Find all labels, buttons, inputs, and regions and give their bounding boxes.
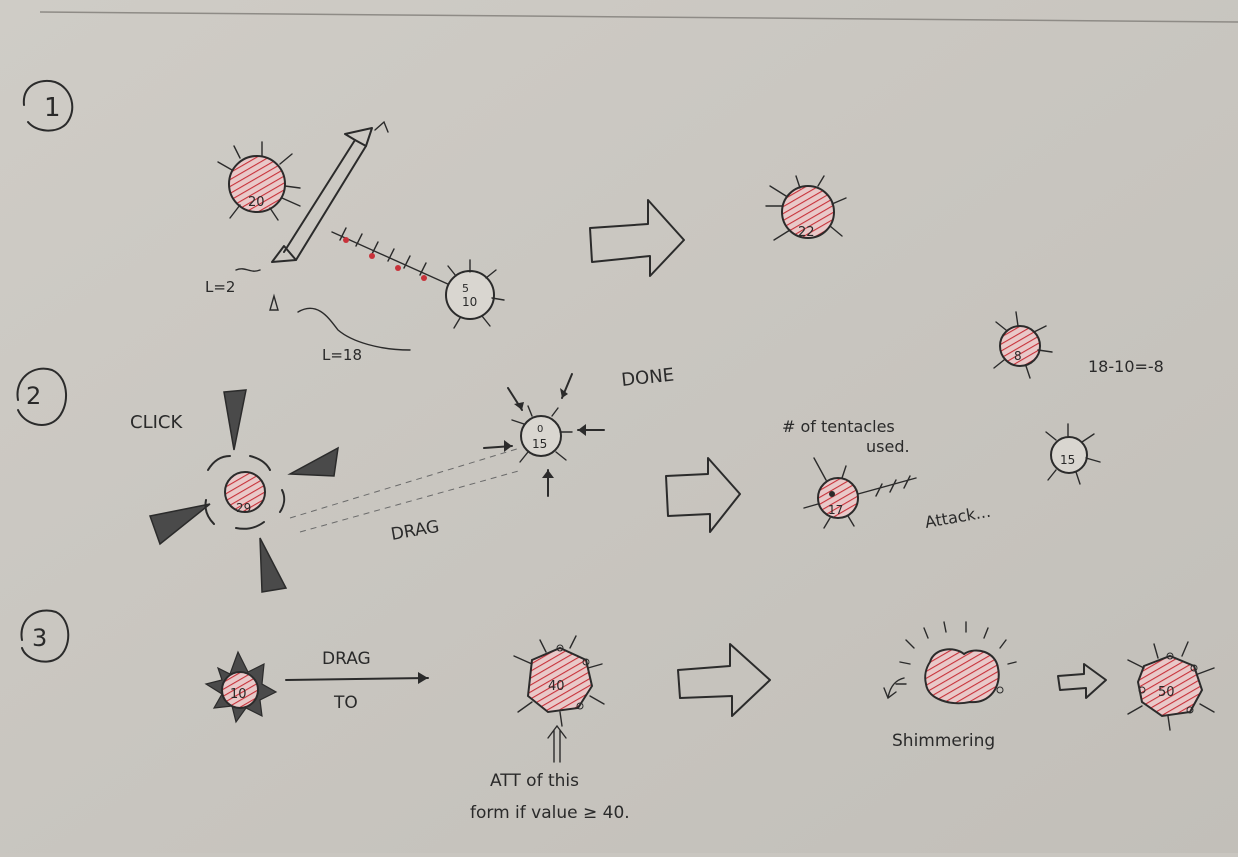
- click-label: CLICK: [130, 412, 183, 433]
- radial-selector: 29: [149, 389, 339, 593]
- drag-path: [289, 447, 523, 533]
- tentacle-chain: [331, 227, 451, 286]
- enemy-creature: 15: [1045, 423, 1101, 485]
- length-short-brace: [235, 268, 261, 272]
- step-3-marker: 3: [20, 609, 70, 663]
- final-value: 50: [1158, 685, 1175, 700]
- step-3-number: 3: [32, 624, 47, 652]
- step-1-result-value: 22: [798, 225, 815, 240]
- step-2-result-creature: 8: [993, 311, 1053, 379]
- step-2-number: 2: [26, 382, 41, 410]
- step-3-transform-arrow: [677, 643, 771, 717]
- creature-a: 20: [217, 141, 301, 221]
- step-1-result-arrow: [589, 199, 685, 277]
- creature-b-value: 10: [462, 295, 477, 309]
- step-2-result-arrow: [665, 457, 741, 533]
- length-long-label: L=18: [322, 346, 362, 364]
- step-2-equation: 18-10=-8: [1088, 357, 1164, 376]
- step-3-drag-label: DRAG: [322, 649, 371, 669]
- enemy-value: 15: [1060, 453, 1075, 467]
- length-short-label: L=2: [205, 278, 235, 296]
- shimmer-label: Shimmering: [892, 731, 995, 751]
- target-value: 15: [532, 437, 547, 451]
- tentacles-note-line2: used.: [866, 437, 910, 456]
- page-edge-line: [39, 11, 1238, 23]
- creature-a-pointer: [281, 197, 301, 207]
- step-1-marker: 1: [22, 80, 74, 132]
- length-long-brace: [297, 307, 411, 351]
- target-creature: 0 15: [483, 373, 605, 497]
- source-creature: 10: [204, 650, 278, 724]
- step-2-result-value: 8: [1014, 349, 1022, 363]
- merged-creature: 40: [513, 635, 605, 727]
- creature-b-label: 5: [462, 282, 469, 295]
- drag-to-arrow: [285, 677, 429, 681]
- step-1-number: 1: [44, 93, 61, 123]
- merged-note-line2: form if value ≥ 40.: [470, 803, 630, 823]
- selected-value: 29: [236, 501, 251, 515]
- long-arrow: [271, 120, 389, 263]
- source-value: 10: [230, 687, 247, 702]
- creature-b: 5 10: [445, 259, 505, 329]
- step-3-final-arrow: [1057, 663, 1107, 699]
- step-1-result-creature: 22: [765, 175, 847, 241]
- drag-to-arrowhead: [418, 672, 428, 684]
- step-2-marker: 2: [16, 367, 68, 426]
- attacker-value: 17: [828, 503, 843, 517]
- merged-value: 40: [548, 679, 565, 694]
- small-up-arrow: [269, 293, 279, 311]
- note-pointer-arrow: [547, 724, 567, 763]
- creature-a-value: 20: [248, 195, 265, 210]
- merged-note-line1: ATT of this: [490, 771, 579, 791]
- attacker-creature: 17: [803, 457, 917, 529]
- tentacles-note-line1: # of tentacles: [782, 417, 895, 436]
- target-top: 0: [537, 424, 543, 435]
- shimmering-creature: [883, 621, 1017, 705]
- step-3-to-label: TO: [333, 693, 358, 713]
- final-creature: 50: [1127, 641, 1215, 731]
